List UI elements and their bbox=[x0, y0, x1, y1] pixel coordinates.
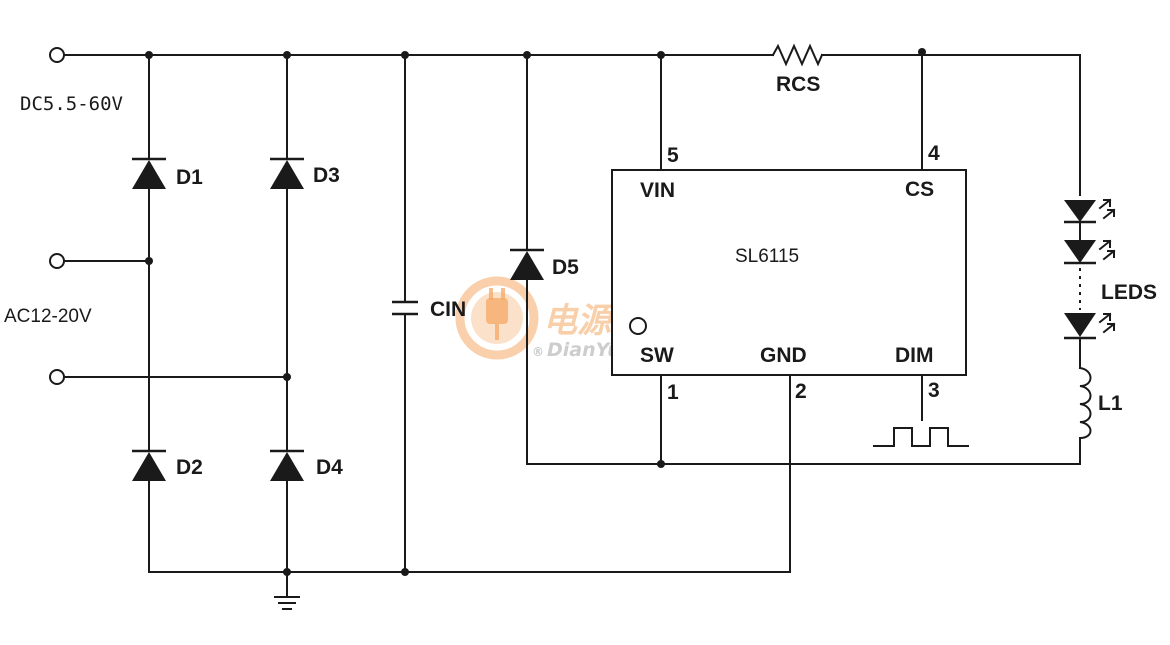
pin-4-number: 4 bbox=[928, 142, 940, 165]
pin1-marker bbox=[629, 317, 647, 335]
pin-cs-label: CS bbox=[905, 178, 934, 201]
ic-sl6115 bbox=[611, 169, 967, 376]
diode-d2 bbox=[132, 449, 166, 481]
led-icon bbox=[1064, 198, 1116, 224]
pin-1-number: 1 bbox=[667, 381, 679, 404]
inductor-icon bbox=[1078, 366, 1092, 440]
wires bbox=[63, 54, 1081, 597]
plug-logo-icon bbox=[455, 276, 539, 360]
capacitor-icon bbox=[392, 300, 418, 316]
watermark-registered: ® bbox=[532, 345, 544, 359]
pwm-waveform-icon bbox=[873, 427, 969, 447]
d4-label: D4 bbox=[316, 456, 343, 479]
pin-2-number: 2 bbox=[795, 380, 807, 403]
ac-terminal-1 bbox=[49, 253, 65, 269]
pin-vin-label: VIN bbox=[640, 179, 675, 202]
diode-icon bbox=[270, 452, 304, 481]
d2-label: D2 bbox=[176, 456, 203, 479]
diode-icon bbox=[270, 160, 304, 189]
diode-icon bbox=[510, 251, 544, 280]
ac-input-label: AC12-20V bbox=[4, 306, 92, 327]
resistor-icon bbox=[771, 43, 824, 67]
led-string bbox=[1064, 198, 1116, 340]
junction-dots bbox=[145, 48, 926, 576]
pin-3-number: 3 bbox=[928, 379, 940, 402]
ac-terminal-2 bbox=[49, 369, 65, 385]
diode-icon bbox=[132, 160, 166, 189]
pin-dim-label: DIM bbox=[895, 344, 934, 367]
l1-label: L1 bbox=[1098, 392, 1123, 415]
diode-d1 bbox=[132, 157, 166, 189]
led-icon bbox=[1064, 312, 1116, 340]
leds-label: LEDS bbox=[1101, 281, 1157, 304]
rcs-label: RCS bbox=[776, 73, 820, 96]
pin-gnd-label: GND bbox=[760, 344, 807, 367]
cin-label: CIN bbox=[430, 298, 466, 321]
ic-name: SL6115 bbox=[735, 246, 799, 267]
dc-input-label: DC5.5-60V bbox=[20, 93, 123, 115]
pin-sw-label: SW bbox=[640, 344, 674, 367]
d1-label: D1 bbox=[176, 166, 203, 189]
d3-label: D3 bbox=[313, 164, 340, 187]
diode-d3 bbox=[270, 157, 304, 189]
input-terminals bbox=[49, 47, 65, 385]
led-icon bbox=[1064, 239, 1116, 265]
pin-5-number: 5 bbox=[667, 144, 679, 167]
ground-icon bbox=[274, 596, 300, 610]
dc-terminal bbox=[49, 47, 65, 63]
diode-d5 bbox=[510, 248, 544, 280]
diode-icon bbox=[132, 452, 166, 481]
diode-d4 bbox=[270, 449, 304, 481]
d5-label: D5 bbox=[552, 256, 579, 279]
